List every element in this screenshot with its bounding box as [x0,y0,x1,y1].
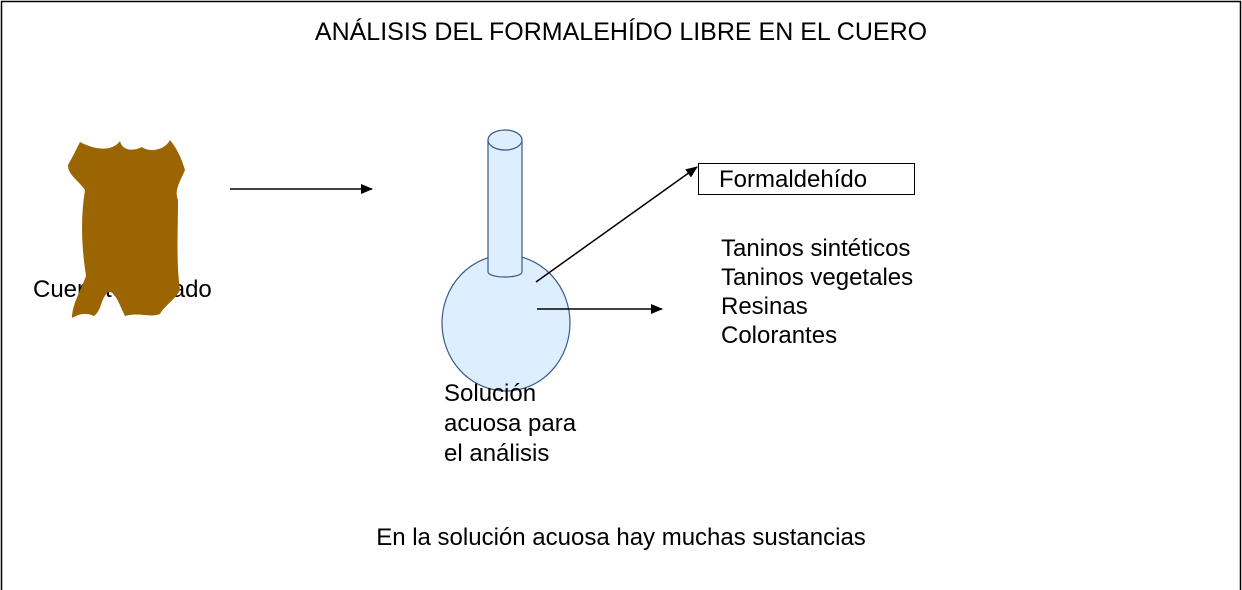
solution-label-line: el análisis [444,440,550,467]
solution-label: Solución acuosa para el análisis [444,379,576,469]
flask-bulb [441,254,571,392]
flask-neck-body [488,140,522,272]
arrow-flask-to-formaldehyde [535,166,698,283]
solution-label-line: acuosa para [444,410,577,437]
formaldehyde-box [698,163,915,195]
substance-item: Taninos sintéticos [721,235,911,262]
substance-item: Colorantes [721,322,838,349]
leather-hide-shape [68,140,185,318]
formaldehyde-label: Formaldehído [719,166,868,193]
flask-neck-top [487,129,523,151]
footer-text: En la solución acuosa hay muchas sustanc… [376,524,866,551]
diagram-title: ANÁLISIS DEL FORMALEHÍDO LIBRE EN EL CUE… [314,18,928,46]
solution-label-line: Solución [444,380,537,407]
substance-item: Resinas [721,293,808,320]
substance-list: Taninos sintéticos Taninos vegetales Res… [721,234,913,350]
substance-item: Taninos vegetales [721,264,914,291]
